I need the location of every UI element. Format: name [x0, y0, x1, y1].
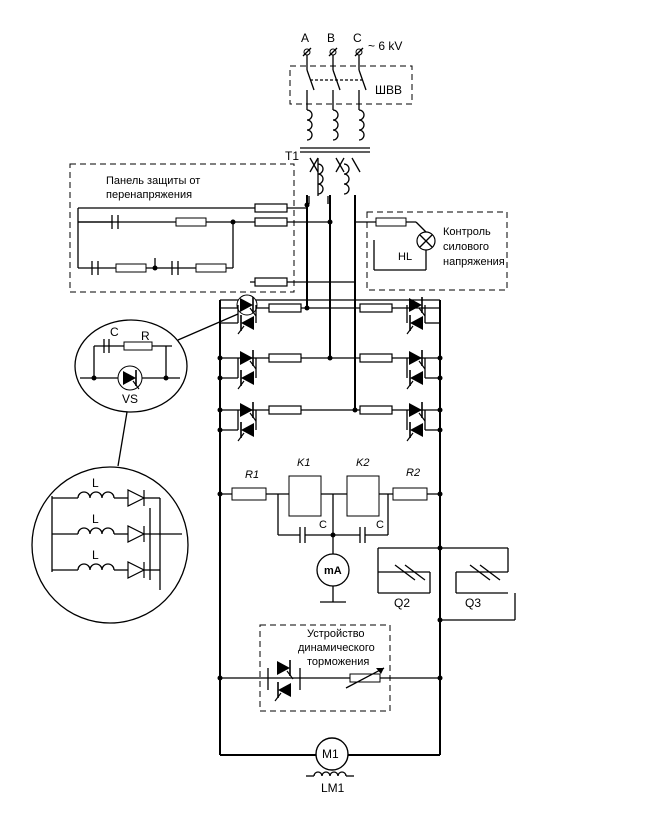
- l-label-3: L: [92, 548, 99, 562]
- detail-r-label: R: [141, 329, 150, 343]
- voltage-control-panel: HL Контроль силового напряжения: [355, 211, 508, 291]
- l-label-1: L: [92, 476, 99, 490]
- c-left-label: C: [319, 519, 327, 531]
- phase-buses: [304, 195, 358, 413]
- braking-title-1: Устройство: [307, 628, 365, 640]
- motor-icon: [315, 737, 349, 771]
- motor-label: M1: [322, 747, 339, 761]
- measurement-circuit: R1 K1 K2 R2 C C mA: [217, 457, 443, 603]
- field-winding-icon: [313, 771, 347, 777]
- dynamic-braking-device: Устройство динамического торможения: [217, 624, 443, 712]
- detail-c-label: C: [110, 325, 119, 339]
- q2-label: Q2: [394, 596, 410, 610]
- voltage-control-title-2: силового: [443, 241, 489, 253]
- voltage-control-title-1: Контроль: [443, 226, 491, 238]
- overvoltage-protection-panel: Панель защиты от перенапряжения: [69, 163, 355, 293]
- l-label-2: L: [92, 512, 99, 526]
- phase-c-label: C: [353, 31, 362, 45]
- phase-a-label: A: [301, 31, 309, 45]
- r1-label: R1: [245, 469, 259, 481]
- transformer-label: T1: [285, 149, 299, 163]
- contactors: Q2 Q3: [377, 545, 516, 623]
- motor: M1 LM1: [220, 737, 440, 795]
- braking-title-2: динамического: [298, 642, 375, 654]
- voltage-control-title-3: напряжения: [443, 256, 505, 268]
- inductor-detail: L L L: [31, 466, 189, 624]
- detail-vs-label: VS: [122, 392, 138, 406]
- protection-panel-title-2: перенапряжения: [106, 189, 192, 201]
- c-right-label: C: [376, 519, 384, 531]
- field-winding-label: LM1: [321, 781, 345, 795]
- q3-label: Q3: [465, 596, 481, 610]
- k1-label: K1: [297, 457, 310, 469]
- k2-label: K2: [356, 457, 369, 469]
- phase-b-label: B: [327, 31, 335, 45]
- switchgear-label: ШВВ: [375, 83, 402, 97]
- protection-panel-title-1: Панель защиты от: [106, 175, 200, 187]
- thyristor-bridge: [217, 294, 443, 755]
- supply-terminals: A B C ~ 6 kV: [301, 31, 402, 70]
- supply-voltage-label: ~ 6 kV: [368, 39, 402, 53]
- braking-title-3: торможения: [307, 656, 369, 668]
- r2-label: R2: [406, 467, 420, 479]
- switchgear: ШВВ: [289, 65, 413, 110]
- lamp-label: HL: [398, 251, 412, 263]
- transformer-t1: T1: [285, 109, 370, 204]
- meter-label: mA: [324, 565, 342, 577]
- thyristor-detail: C R VS: [74, 313, 239, 467]
